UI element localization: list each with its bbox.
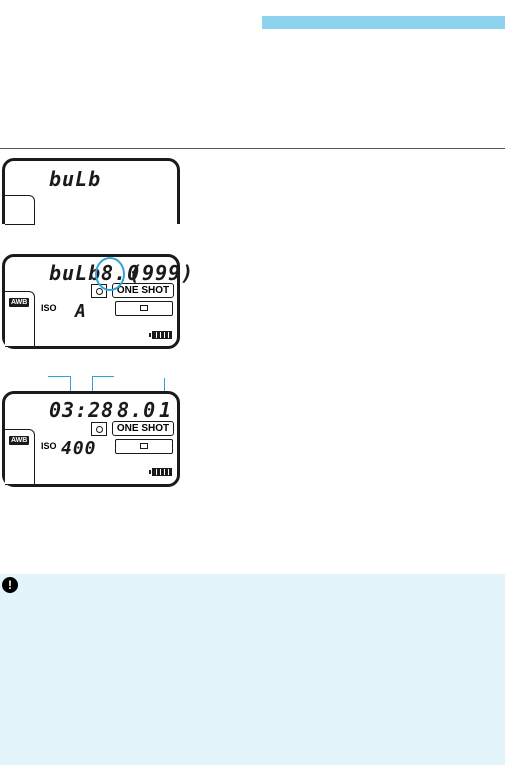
lcd-panel-mid: buLb 8.0 (999) ONE SHOT AWB ISO A [2,254,193,349]
elapsed-seconds: 28 [88,398,115,422]
lcd-mode: buLb [49,167,102,191]
callout-line-min-v [70,376,71,404]
elapsed-minutes: 03 [49,398,76,422]
aperture-highlight [95,257,125,291]
lcd-mode: buLb [49,261,102,285]
battery-icon [149,468,172,476]
drive-mode-icon [115,301,173,316]
callout-line-min [48,376,70,377]
af-mode-label: ONE SHOT [112,421,174,436]
iso-label: ISO [41,441,57,451]
header-band [262,16,505,29]
drive-mode-icon [115,439,173,454]
af-mode-label: ONE SHOT [112,283,174,298]
lcd-panel-top: buLb [2,158,180,225]
lcd-shots: 1 [159,398,173,422]
caution-box [0,574,505,765]
lcd-panel-bot: 03:28 8.0 1 ONE SHOT AWB ISO 400 [2,391,180,487]
metering-icon [91,422,107,436]
caution-icon: ! [2,577,18,593]
wb-badge: AWB [9,298,30,307]
callout-line-sec-v [92,376,93,404]
iso-value: A [75,301,87,322]
lcd-aperture: 8.0 [117,398,157,422]
lcd-shots: 999 [142,261,182,285]
lcd-side-panel [5,195,35,225]
iso-label: ISO [41,303,57,313]
wb-badge: AWB [9,436,30,445]
iso-value: 400 [61,438,97,459]
callout-line-sec [92,376,114,377]
section-divider [0,148,505,149]
lcd-side-panel [5,429,35,485]
battery-icon [149,331,172,339]
